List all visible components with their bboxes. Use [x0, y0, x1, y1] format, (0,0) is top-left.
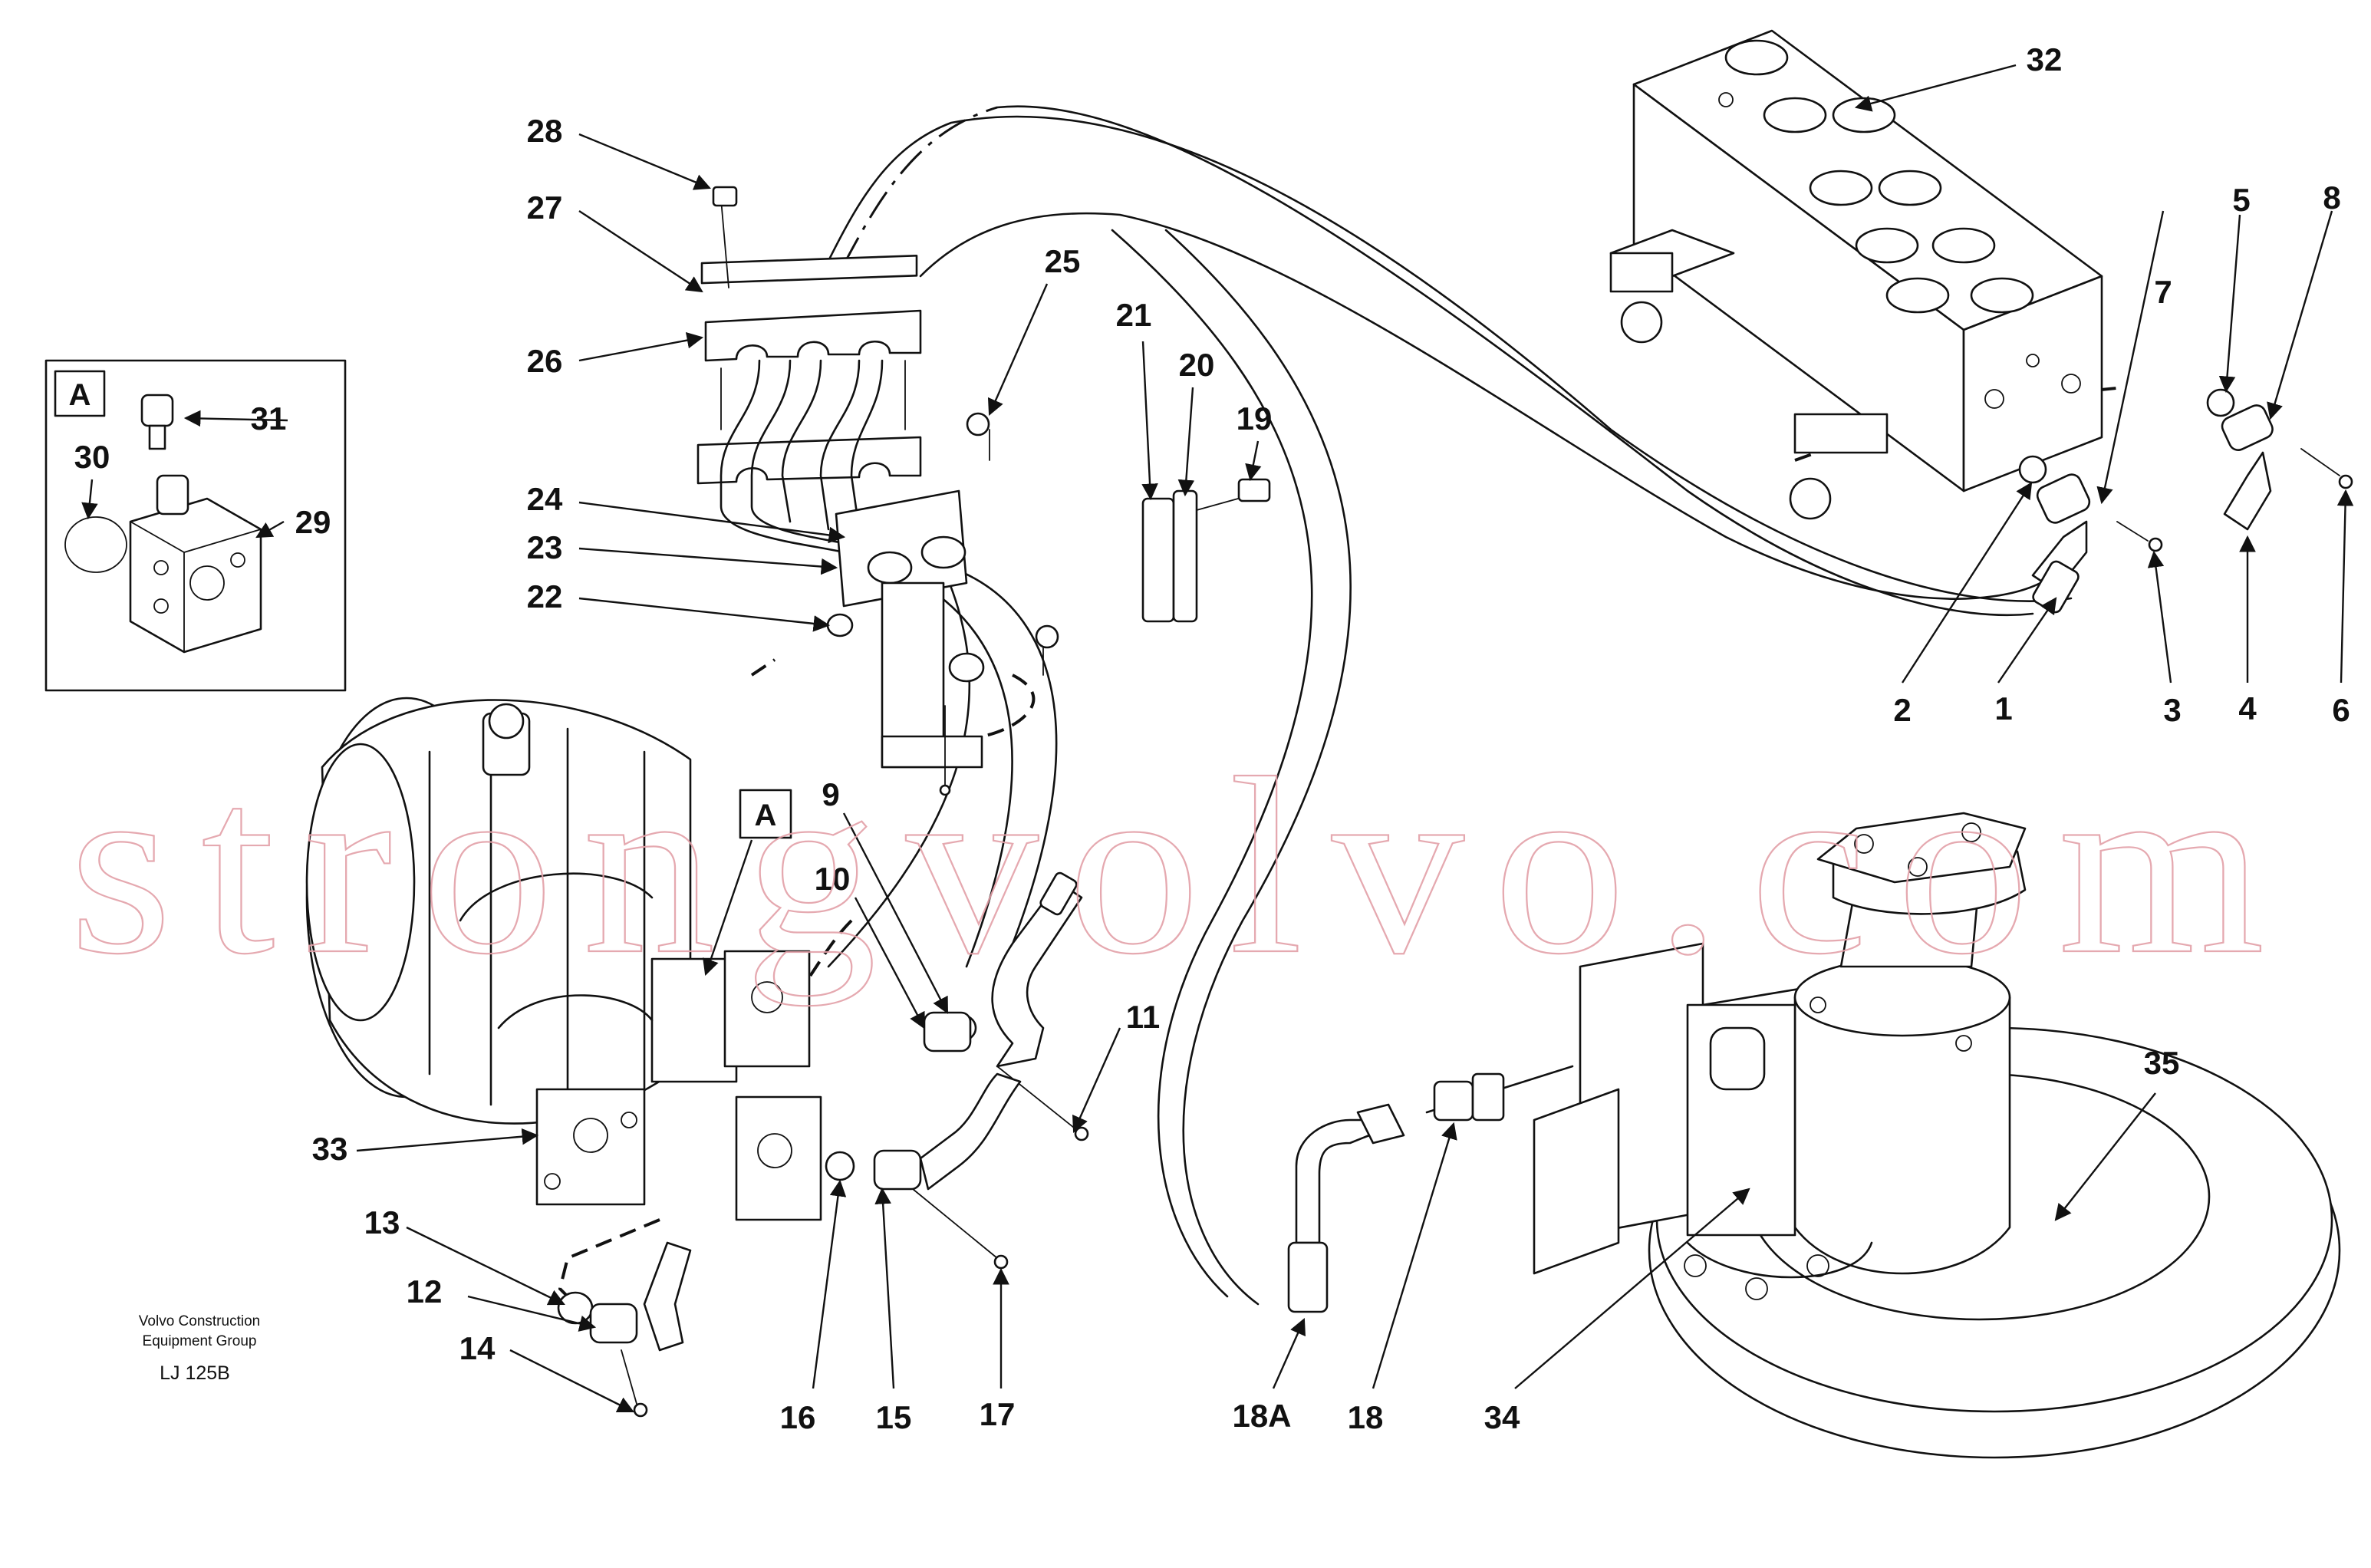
callout-16: 16 — [780, 1399, 816, 1435]
callout-22: 22 — [527, 578, 563, 614]
detail-marker-label: A — [755, 799, 777, 832]
watermark: strongvolvo.com — [69, 726, 2294, 1006]
drawing-code: LJ 125B — [160, 1362, 230, 1384]
left-fittings — [557, 871, 1089, 1418]
callout-6: 6 — [2332, 692, 2350, 728]
control-valve-block — [1609, 29, 2103, 520]
callout-12: 12 — [407, 1273, 443, 1309]
leader-lines — [81, 64, 2354, 1413]
callout-11: 11 — [1126, 999, 1160, 1035]
callout-5: 5 — [2232, 182, 2250, 218]
pipe-clamp-assembly — [696, 186, 1271, 796]
credit-line-1: Volvo Construction — [139, 1313, 260, 1329]
callout-labels: 28 27 26 25 21 20 19 24 23 22 31 30 29 3… — [74, 41, 2350, 1435]
right-fittings — [2018, 388, 2353, 614]
inset-label: A — [69, 378, 91, 412]
callout-4: 4 — [2238, 690, 2257, 726]
callout-21: 21 — [1116, 297, 1152, 333]
callout-34: 34 — [1484, 1399, 1520, 1435]
callout-13: 13 — [364, 1204, 400, 1240]
callout-18a: 18A — [1232, 1398, 1291, 1434]
callout-15: 15 — [876, 1399, 912, 1435]
callout-19: 19 — [1237, 400, 1273, 436]
callout-10: 10 — [815, 861, 851, 897]
publisher-credit: Volvo Construction Equipment Group LJ 12… — [139, 1313, 260, 1384]
callout-7: 7 — [2154, 274, 2172, 310]
callout-30: 30 — [74, 439, 110, 475]
callout-28: 28 — [527, 113, 563, 149]
pump-motor-assembly — [305, 697, 822, 1221]
callout-18: 18 — [1348, 1399, 1384, 1435]
credit-line-2: Equipment Group — [143, 1333, 257, 1349]
callout-14: 14 — [459, 1330, 496, 1366]
callout-27: 27 — [527, 189, 563, 226]
callout-9: 9 — [822, 776, 839, 812]
callout-20: 20 — [1179, 347, 1215, 383]
detail-marker-a: A — [703, 789, 792, 977]
callout-1: 1 — [1994, 690, 2012, 726]
valve-ports — [1718, 39, 2081, 409]
callout-33: 33 — [312, 1131, 348, 1167]
callout-8: 8 — [2323, 180, 2340, 216]
callout-25: 25 — [1045, 243, 1081, 279]
callout-24: 24 — [527, 481, 563, 517]
callout-31: 31 — [251, 400, 287, 436]
callout-3: 3 — [2163, 692, 2181, 728]
callout-35: 35 — [2144, 1045, 2180, 1081]
callout-29: 29 — [295, 504, 331, 540]
callout-32: 32 — [2027, 41, 2063, 77]
swivel-joint-assembly — [1287, 812, 2341, 1459]
callout-23: 23 — [527, 529, 563, 565]
callout-26: 26 — [527, 343, 563, 379]
callout-2: 2 — [1893, 692, 1911, 728]
callout-17: 17 — [980, 1396, 1016, 1432]
